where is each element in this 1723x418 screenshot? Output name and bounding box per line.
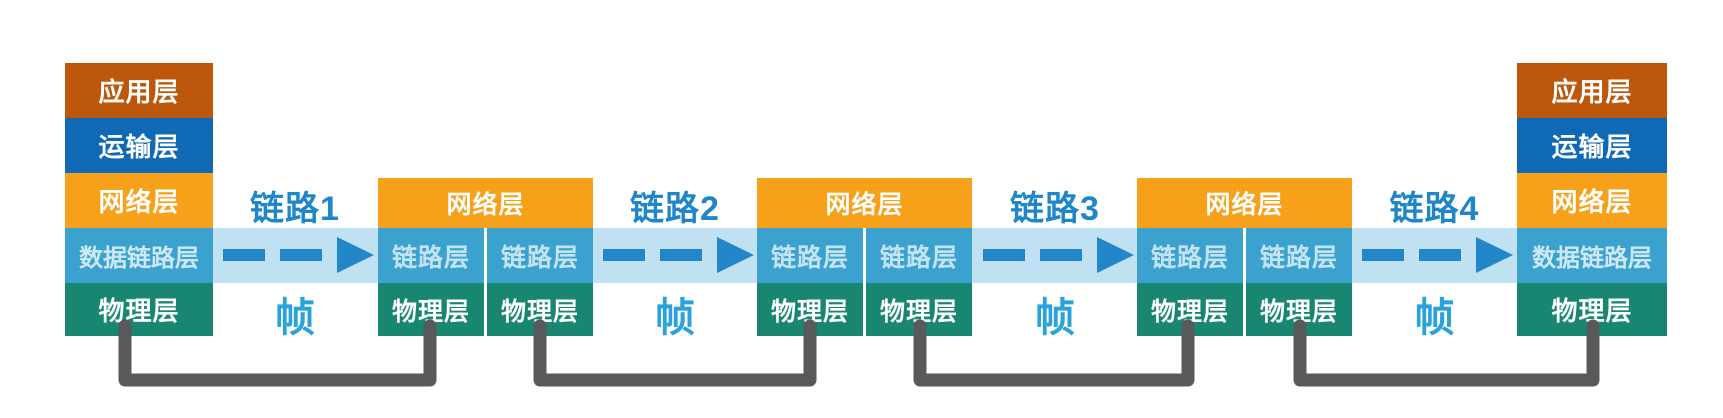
layer-datalink: 数据链路层 bbox=[65, 228, 213, 283]
router-network-layer: 网络层 bbox=[378, 178, 593, 228]
link-zone-3: 链路3 帧 bbox=[973, 0, 1137, 418]
router-2: 网络层 链路层 物理层 链路层 物理层 bbox=[757, 178, 972, 336]
link-label: 链路4 bbox=[1389, 190, 1480, 228]
router-3: 网络层 链路层 物理层 链路层 物理层 bbox=[1137, 178, 1352, 336]
layer-network: 网络层 bbox=[65, 173, 213, 228]
layer-datalink: 数据链路层 bbox=[1517, 228, 1667, 283]
router-link-layer-right: 链路层 bbox=[487, 228, 593, 283]
router-link-layer-left: 链路层 bbox=[757, 228, 863, 283]
layer-transport: 运输层 bbox=[1517, 118, 1667, 173]
frame-label: 帧 bbox=[1414, 296, 1455, 340]
link-label: 链路2 bbox=[630, 190, 720, 228]
router-column-separator bbox=[863, 228, 866, 336]
link-zone-4: 链路4 帧 bbox=[1352, 0, 1517, 418]
router-network-layer: 网络层 bbox=[1137, 178, 1352, 228]
layer-application: 应用层 bbox=[65, 63, 213, 118]
link-zone-1: 链路1 帧 bbox=[213, 0, 377, 418]
layer-network: 网络层 bbox=[1517, 173, 1667, 228]
layer-application: 应用层 bbox=[1517, 63, 1667, 118]
router-link-layer-right: 链路层 bbox=[866, 228, 972, 283]
frame-label: 帧 bbox=[275, 296, 315, 340]
layer-transport: 运输层 bbox=[65, 118, 213, 173]
router-link-layer-left: 链路层 bbox=[1137, 228, 1243, 283]
router-link-layer-left: 链路层 bbox=[378, 228, 484, 283]
wire-link-4 bbox=[1293, 319, 1600, 387]
host-right-stack: 应用层 运输层 网络层 数据链路层 物理层 bbox=[1517, 63, 1667, 336]
router-link-layer-right: 链路层 bbox=[1246, 228, 1352, 283]
frame-label: 帧 bbox=[655, 296, 695, 340]
dashed-arrow-icon bbox=[603, 237, 754, 273]
link-label: 链路1 bbox=[250, 190, 340, 228]
router-physical-right: 物理层 bbox=[866, 283, 972, 336]
dashed-arrow-icon bbox=[983, 237, 1134, 273]
wire-link-3 bbox=[913, 319, 1195, 387]
layer-physical: 物理层 bbox=[65, 283, 213, 336]
host-left-stack: 应用层 运输层 网络层 数据链路层 物理层 bbox=[65, 63, 213, 336]
dashed-arrow-icon bbox=[1362, 237, 1513, 273]
link-zone-2: 链路2 帧 bbox=[593, 0, 757, 418]
router-column-separator bbox=[484, 228, 487, 336]
dashed-arrow-icon bbox=[223, 237, 374, 273]
wire-link-1 bbox=[118, 319, 437, 387]
wire-link-2 bbox=[533, 319, 817, 387]
link-label: 链路3 bbox=[1010, 190, 1100, 228]
router-column-separator bbox=[1243, 228, 1246, 336]
frame-label: 帧 bbox=[1035, 296, 1075, 340]
router-network-layer: 网络层 bbox=[757, 178, 972, 228]
